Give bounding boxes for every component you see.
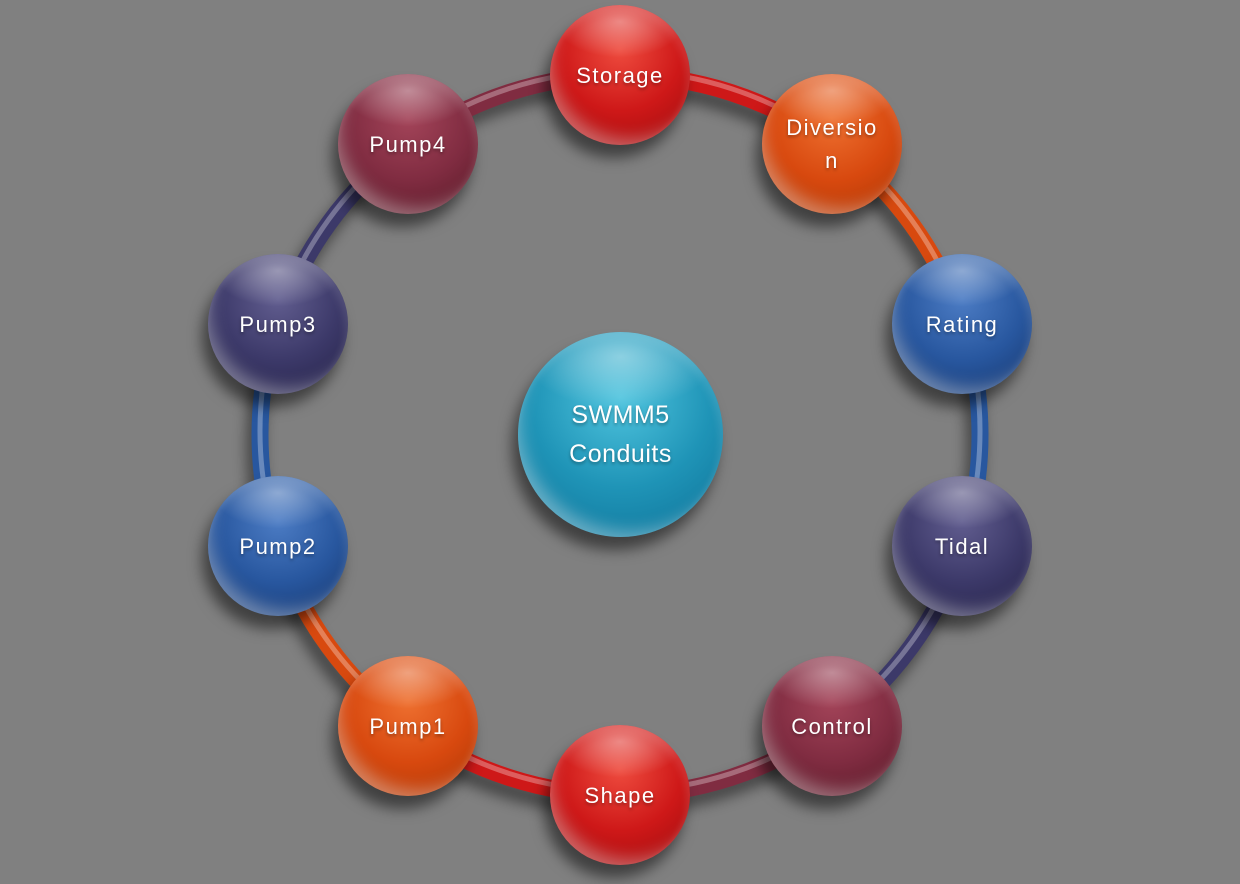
node-label: Control — [791, 713, 873, 739]
node-pump1: Pump1 — [338, 656, 478, 796]
node-label: Rating — [925, 311, 999, 337]
node-pump4: Pump4 — [338, 74, 478, 214]
center-node: SWMM5 Conduits — [518, 332, 723, 537]
node-label: Shape — [584, 782, 656, 808]
node-label: Pump1 — [369, 713, 447, 739]
node-pump2: Pump2 — [208, 476, 348, 616]
node-rating: Rating — [892, 254, 1032, 394]
node-pump3: Pump3 — [208, 254, 348, 394]
node-label: Pump2 — [239, 533, 317, 559]
node-label: Tidal — [934, 533, 990, 559]
node-label: Diversion — [786, 115, 878, 173]
node-control: Control — [762, 656, 902, 796]
node-diversion: Diversion — [762, 74, 902, 214]
node-storage: Storage — [550, 5, 690, 145]
node-label: Storage — [576, 62, 664, 88]
center-node-label: SWMM5 Conduits — [569, 400, 672, 468]
node-shape: Shape — [550, 725, 690, 865]
node-label: Pump3 — [239, 311, 317, 337]
node-label: Pump4 — [369, 131, 447, 157]
node-tidal: Tidal — [892, 476, 1032, 616]
